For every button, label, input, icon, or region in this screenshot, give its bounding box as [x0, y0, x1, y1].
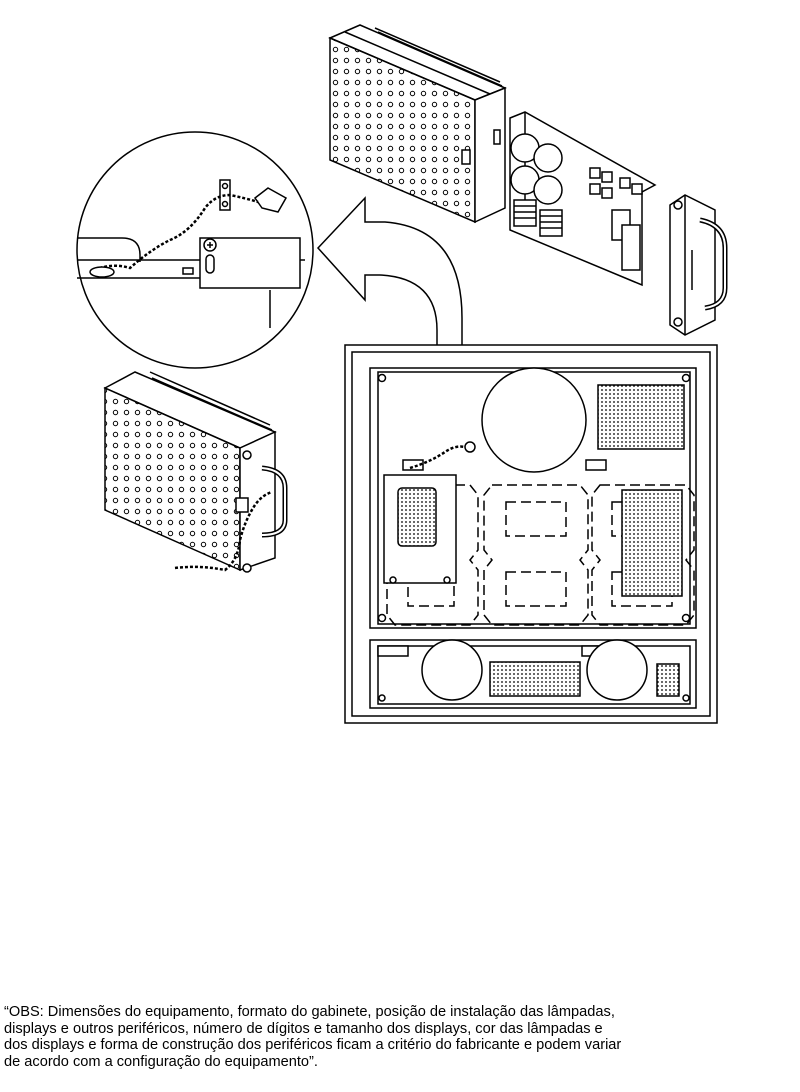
circuit-board	[509, 111, 657, 287]
front-bracket	[669, 194, 728, 336]
note-line: de acordo com a configuração do equipame…	[4, 1053, 318, 1070]
cabinet-module-top	[328, 24, 507, 224]
lamp-bottom-left	[421, 639, 483, 701]
curved-arrow	[316, 196, 463, 413]
speaker-grille-top	[597, 384, 685, 450]
zoom-detail-circle	[76, 131, 314, 369]
note-line: dos displays e forma de construção dos p…	[4, 1037, 622, 1053]
cabinet-module-side	[103, 371, 288, 573]
lamp-top	[481, 367, 587, 473]
note-line: “OBS: Dimensões do equipamento, formato …	[4, 1004, 615, 1020]
equipment-assembly-diagram	[76, 24, 728, 724]
lamp-bottom-right	[586, 639, 648, 701]
note-line: displays e outros periféricos, número de…	[4, 1020, 603, 1037]
observation-note: “OBS: Dimensões do equipamento, formato …	[4, 1004, 796, 1070]
panel-front-view	[344, 344, 718, 724]
